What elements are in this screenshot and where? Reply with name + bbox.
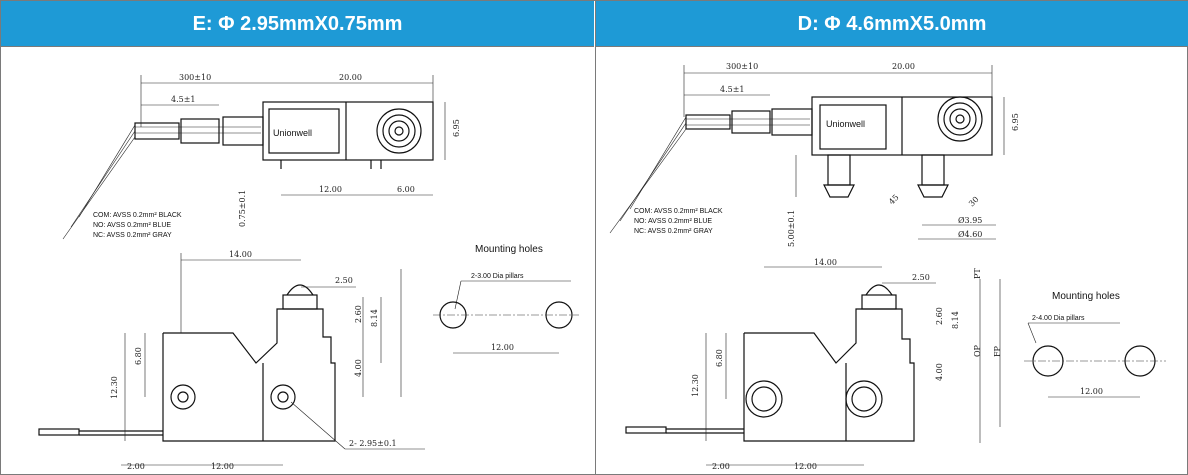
panel-title-e: E: Φ 2.95mmX0.75mm <box>1 1 594 47</box>
dim-span: 12.00 <box>319 185 342 194</box>
panel-d: D: Φ 4.6mmX5.0mm Unionwell <box>595 1 1188 474</box>
dim-e: 12.30 <box>691 374 700 397</box>
brand-label: Unionwell <box>273 128 312 138</box>
dim-b: 8.14 <box>951 311 960 329</box>
drawing-d: Unionwell 300±10 20.00 4.5±1 6.95 5.00±0… <box>609 62 1166 471</box>
mount-pitch: 12.00 <box>1080 387 1103 396</box>
dim-height: 6.95 <box>1011 113 1020 131</box>
dim-c: 4.00 <box>354 359 363 377</box>
dim-strip-length: 4.5±1 <box>171 95 196 104</box>
wire-no-label: NO: AVSS 0.2mm² BLUE <box>93 222 171 229</box>
pillars-label: 2-4.00 Dia pillars <box>1032 315 1085 322</box>
dim-e: 12.30 <box>110 376 119 399</box>
switch-front-view <box>625 284 915 442</box>
dim-d: 6.80 <box>715 349 724 367</box>
dim-cable-length: 300±10 <box>726 62 758 71</box>
dim-side-fp: FP <box>993 345 1002 357</box>
switch-front-view <box>38 284 336 442</box>
mounting-holes-title: Mounting holes <box>1052 291 1120 302</box>
wire-no-label: NO: AVSS 0.2mm² BLUE <box>634 218 712 225</box>
drawing-e: Unionwell 300±10 20.00 4.5±1 6.95 12.00 … <box>38 73 579 471</box>
dim-strip-length: 4.5±1 <box>720 85 745 94</box>
dim-hole: 2- 2.95±0.1 <box>349 439 397 448</box>
dim-a: 2.60 <box>354 305 363 323</box>
panel-title-d: D: Φ 4.6mmX5.0mm <box>596 1 1188 47</box>
switch-top-view <box>685 96 993 198</box>
dim-top-width: 14.00 <box>814 258 837 267</box>
dim-pitch: 12.00 <box>211 462 234 471</box>
dim-c: 4.00 <box>935 363 944 381</box>
panel-e: E: Φ 2.95mmX0.75mm Unionwell <box>1 1 594 474</box>
wire-com-label: COM: AVSS 0.2mm² BLACK <box>634 208 723 215</box>
dim-body-length: 20.00 <box>892 62 915 71</box>
dim-actuator: 2.50 <box>912 273 930 282</box>
dim-top-width: 14.00 <box>229 250 252 259</box>
dim-actuator: 2.50 <box>335 276 353 285</box>
dim-angle-30: 30 <box>967 195 981 209</box>
mount-pitch: 12.00 <box>491 343 514 352</box>
dim-pitch: 12.00 <box>794 462 817 471</box>
dim-angle-45: 45 <box>887 193 901 207</box>
dim-pin-length: 5.00±0.1 <box>787 210 796 247</box>
mounting-holes-title: Mounting holes <box>475 244 543 255</box>
dim-d1: Ø3.95 <box>958 216 982 225</box>
dim-d: 6.80 <box>134 347 143 365</box>
dim-cable-length: 300±10 <box>179 73 211 82</box>
wire-com-label: COM: AVSS 0.2mm² BLACK <box>93 212 182 219</box>
dim-tail: 6.00 <box>397 185 415 194</box>
dim-body-length: 20.00 <box>339 73 362 82</box>
dim-edge: 2.00 <box>127 462 145 471</box>
dim-a: 2.60 <box>935 307 944 325</box>
pillars-label: 2-3.00 Dia pillars <box>471 273 524 280</box>
switch-top-view <box>134 101 434 169</box>
dim-thickness: 0.75±0.1 <box>238 190 247 227</box>
dim-side-pt: PT <box>973 268 982 279</box>
wire-nc-label: NC: AVSS 0.2mm² GRAY <box>634 228 713 235</box>
dim-edge: 2.00 <box>712 462 730 471</box>
brand-label: Unionwell <box>826 119 865 129</box>
dim-b: 8.14 <box>370 309 379 327</box>
dim-d2: Ø4.60 <box>958 230 982 239</box>
dim-side-op: OP <box>973 344 982 357</box>
dim-height: 6.95 <box>452 119 461 137</box>
wire-nc-label: NC: AVSS 0.2mm² GRAY <box>93 232 172 239</box>
